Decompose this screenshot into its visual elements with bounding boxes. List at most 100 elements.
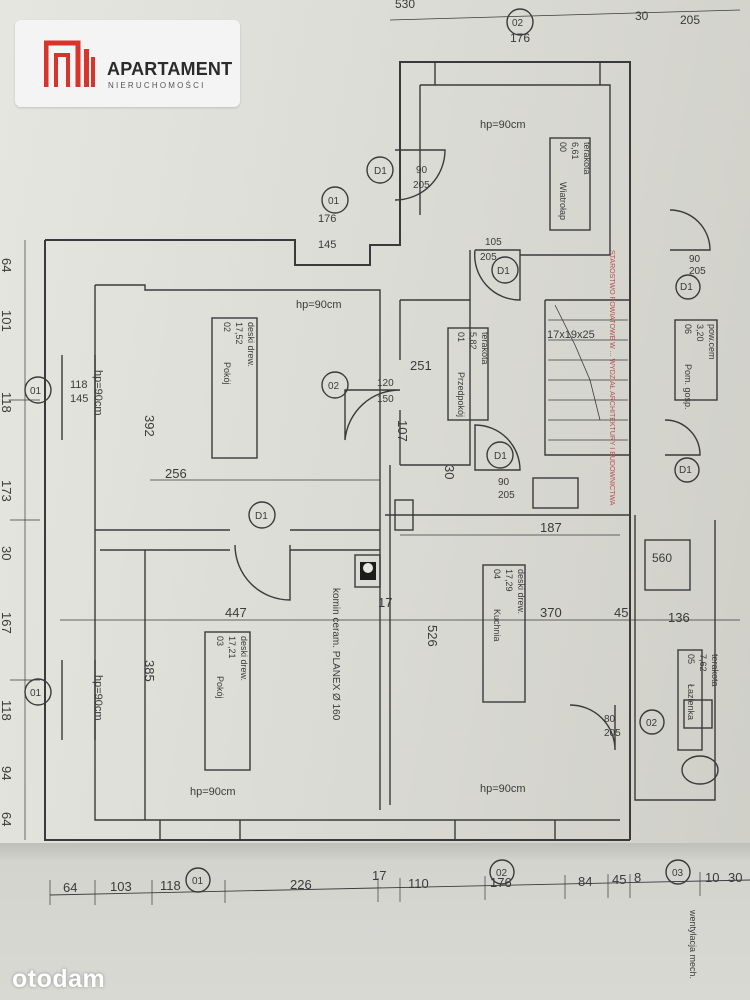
sill-height-label: hp=90cm (92, 370, 104, 416)
sill-height-label: hp=90cm (92, 675, 104, 721)
window-type-label: 01 (30, 386, 42, 397)
agency-logo: APARTAMENT NIERUCHOMOŚCI (15, 20, 240, 107)
room-floor: pow.cem (707, 324, 717, 360)
stairs-label: 17x19x25 (547, 329, 595, 341)
room-number: 01 (456, 332, 466, 342)
dimension-text: 103 (110, 879, 132, 894)
dimension-text: 30 (442, 465, 457, 479)
room-name: Przedpokój (456, 372, 466, 417)
chimney-label: komin ceram. PLANEX Ø 160 (330, 588, 341, 721)
room-name: Kuchnia (492, 609, 502, 642)
dimension-text: 392 (142, 415, 157, 437)
room-floor: deski drew. (516, 569, 526, 614)
dimension-text: 256 (165, 466, 187, 481)
dimension-text: 173 (0, 480, 14, 502)
approval-stamp: STAROSTWO POWIATOWE W ... WYDZIAŁ ARCHIT… (608, 250, 615, 506)
room-number: 03 (215, 636, 225, 646)
apartment-logo-icon (44, 40, 95, 87)
dimension-text: 94 (0, 766, 14, 780)
door-dimension: 120 (377, 378, 394, 389)
room-area: 17,29 (504, 569, 514, 592)
dimension-text: 110 (408, 876, 429, 891)
door-dimension: 205 (413, 180, 430, 191)
dimension-text: 205 (680, 13, 700, 27)
room-name: Pokój (222, 362, 232, 385)
dimension-text: 64 (0, 812, 14, 826)
dimension-text: 107 (395, 420, 410, 442)
dimension-text: 145 (318, 239, 336, 251)
door-dimension: 90 (416, 165, 428, 176)
dimension-text: 167 (0, 612, 14, 634)
dimension-text: 84 (578, 874, 592, 889)
window-type-label: 02 (646, 718, 658, 729)
room-floor: deski drew. (239, 636, 249, 681)
sill-height-label: hp=90cm (190, 786, 236, 798)
window-type-label: 02 (496, 868, 508, 879)
door-dimension: 90 (498, 477, 510, 488)
dimension-text: 176 (490, 875, 512, 890)
door-dimension: 90 (689, 254, 701, 265)
dimension-text: 526 (425, 625, 440, 647)
door-dimension: 205 (689, 266, 706, 277)
dimension-text: 45 (612, 872, 626, 887)
room-name: Wiatrołap (558, 182, 568, 220)
dimension-text: 385 (142, 660, 157, 682)
door-type-label: D1 (680, 282, 693, 293)
dimension-text: 118 (160, 878, 181, 893)
dimension-text: 45 (614, 605, 628, 620)
dimension-text: 118 (0, 392, 14, 413)
sill-height-label: hp=90cm (480, 783, 526, 795)
dimension-text: 176 (510, 31, 530, 45)
door-type-label: D1 (679, 465, 692, 476)
dimension-text: 226 (290, 877, 312, 892)
footer-note: wentylacja mech. (688, 909, 698, 979)
window-type-label: 02 (328, 381, 340, 392)
window-type-label: 03 (672, 868, 684, 879)
room-floor: terakota (710, 654, 720, 687)
dimension-text: 64 (0, 258, 14, 272)
logo-subtitle: NIERUCHOMOŚCI (108, 81, 206, 90)
dimension-text: 176 (318, 213, 336, 225)
sill-height-label: hp=90cm (296, 299, 342, 311)
dimension-text: 101 (0, 310, 14, 332)
dimension-text: 30 (0, 546, 14, 560)
room-floor: deski drew. (246, 322, 256, 367)
door-dimension: 80 (604, 714, 616, 725)
door-type-label: D1 (255, 511, 268, 522)
window-type-label: 02 (512, 18, 524, 29)
dimension-text: 10 (705, 870, 719, 885)
dimension-text: 8 (634, 870, 641, 885)
door-dimension: 150 (377, 394, 394, 405)
logo-name: APARTAMENT (107, 59, 233, 79)
dimension-text: 136 (668, 610, 690, 625)
room-number: 06 (683, 324, 693, 334)
room-number: 05 (686, 654, 696, 664)
dimension-text: 30 (728, 870, 742, 885)
window-type-label: 01 (192, 876, 204, 887)
door-dimension: 205 (480, 252, 497, 263)
dimension-text: 530 (395, 0, 415, 11)
room-name: Pom. gosp. (683, 364, 693, 410)
dimension-text: 370 (540, 605, 562, 620)
dimension-text: 251 (410, 358, 432, 373)
door-dimension: 205 (498, 490, 515, 501)
dimension-text: 118 (70, 379, 88, 391)
paper-fold (0, 843, 750, 1000)
room-number: 04 (492, 569, 502, 579)
dimension-text: 64 (63, 880, 77, 895)
sill-height-label: hp=90cm (480, 119, 526, 131)
door-type-label: D1 (497, 266, 510, 277)
door-type-label: D1 (374, 166, 387, 177)
dimension-text: 17 (372, 868, 386, 883)
window-type-label: 01 (328, 196, 340, 207)
room-floor: terakota (582, 142, 592, 175)
dimension-text: 447 (225, 605, 247, 620)
room-area: 17,21 (227, 636, 237, 659)
room-floor: terakota (480, 332, 490, 365)
room-number: 00 (558, 142, 568, 152)
room-area: 7,62 (698, 654, 708, 672)
room-area: 3,20 (695, 324, 705, 342)
dimension-text: 17 (378, 595, 392, 610)
